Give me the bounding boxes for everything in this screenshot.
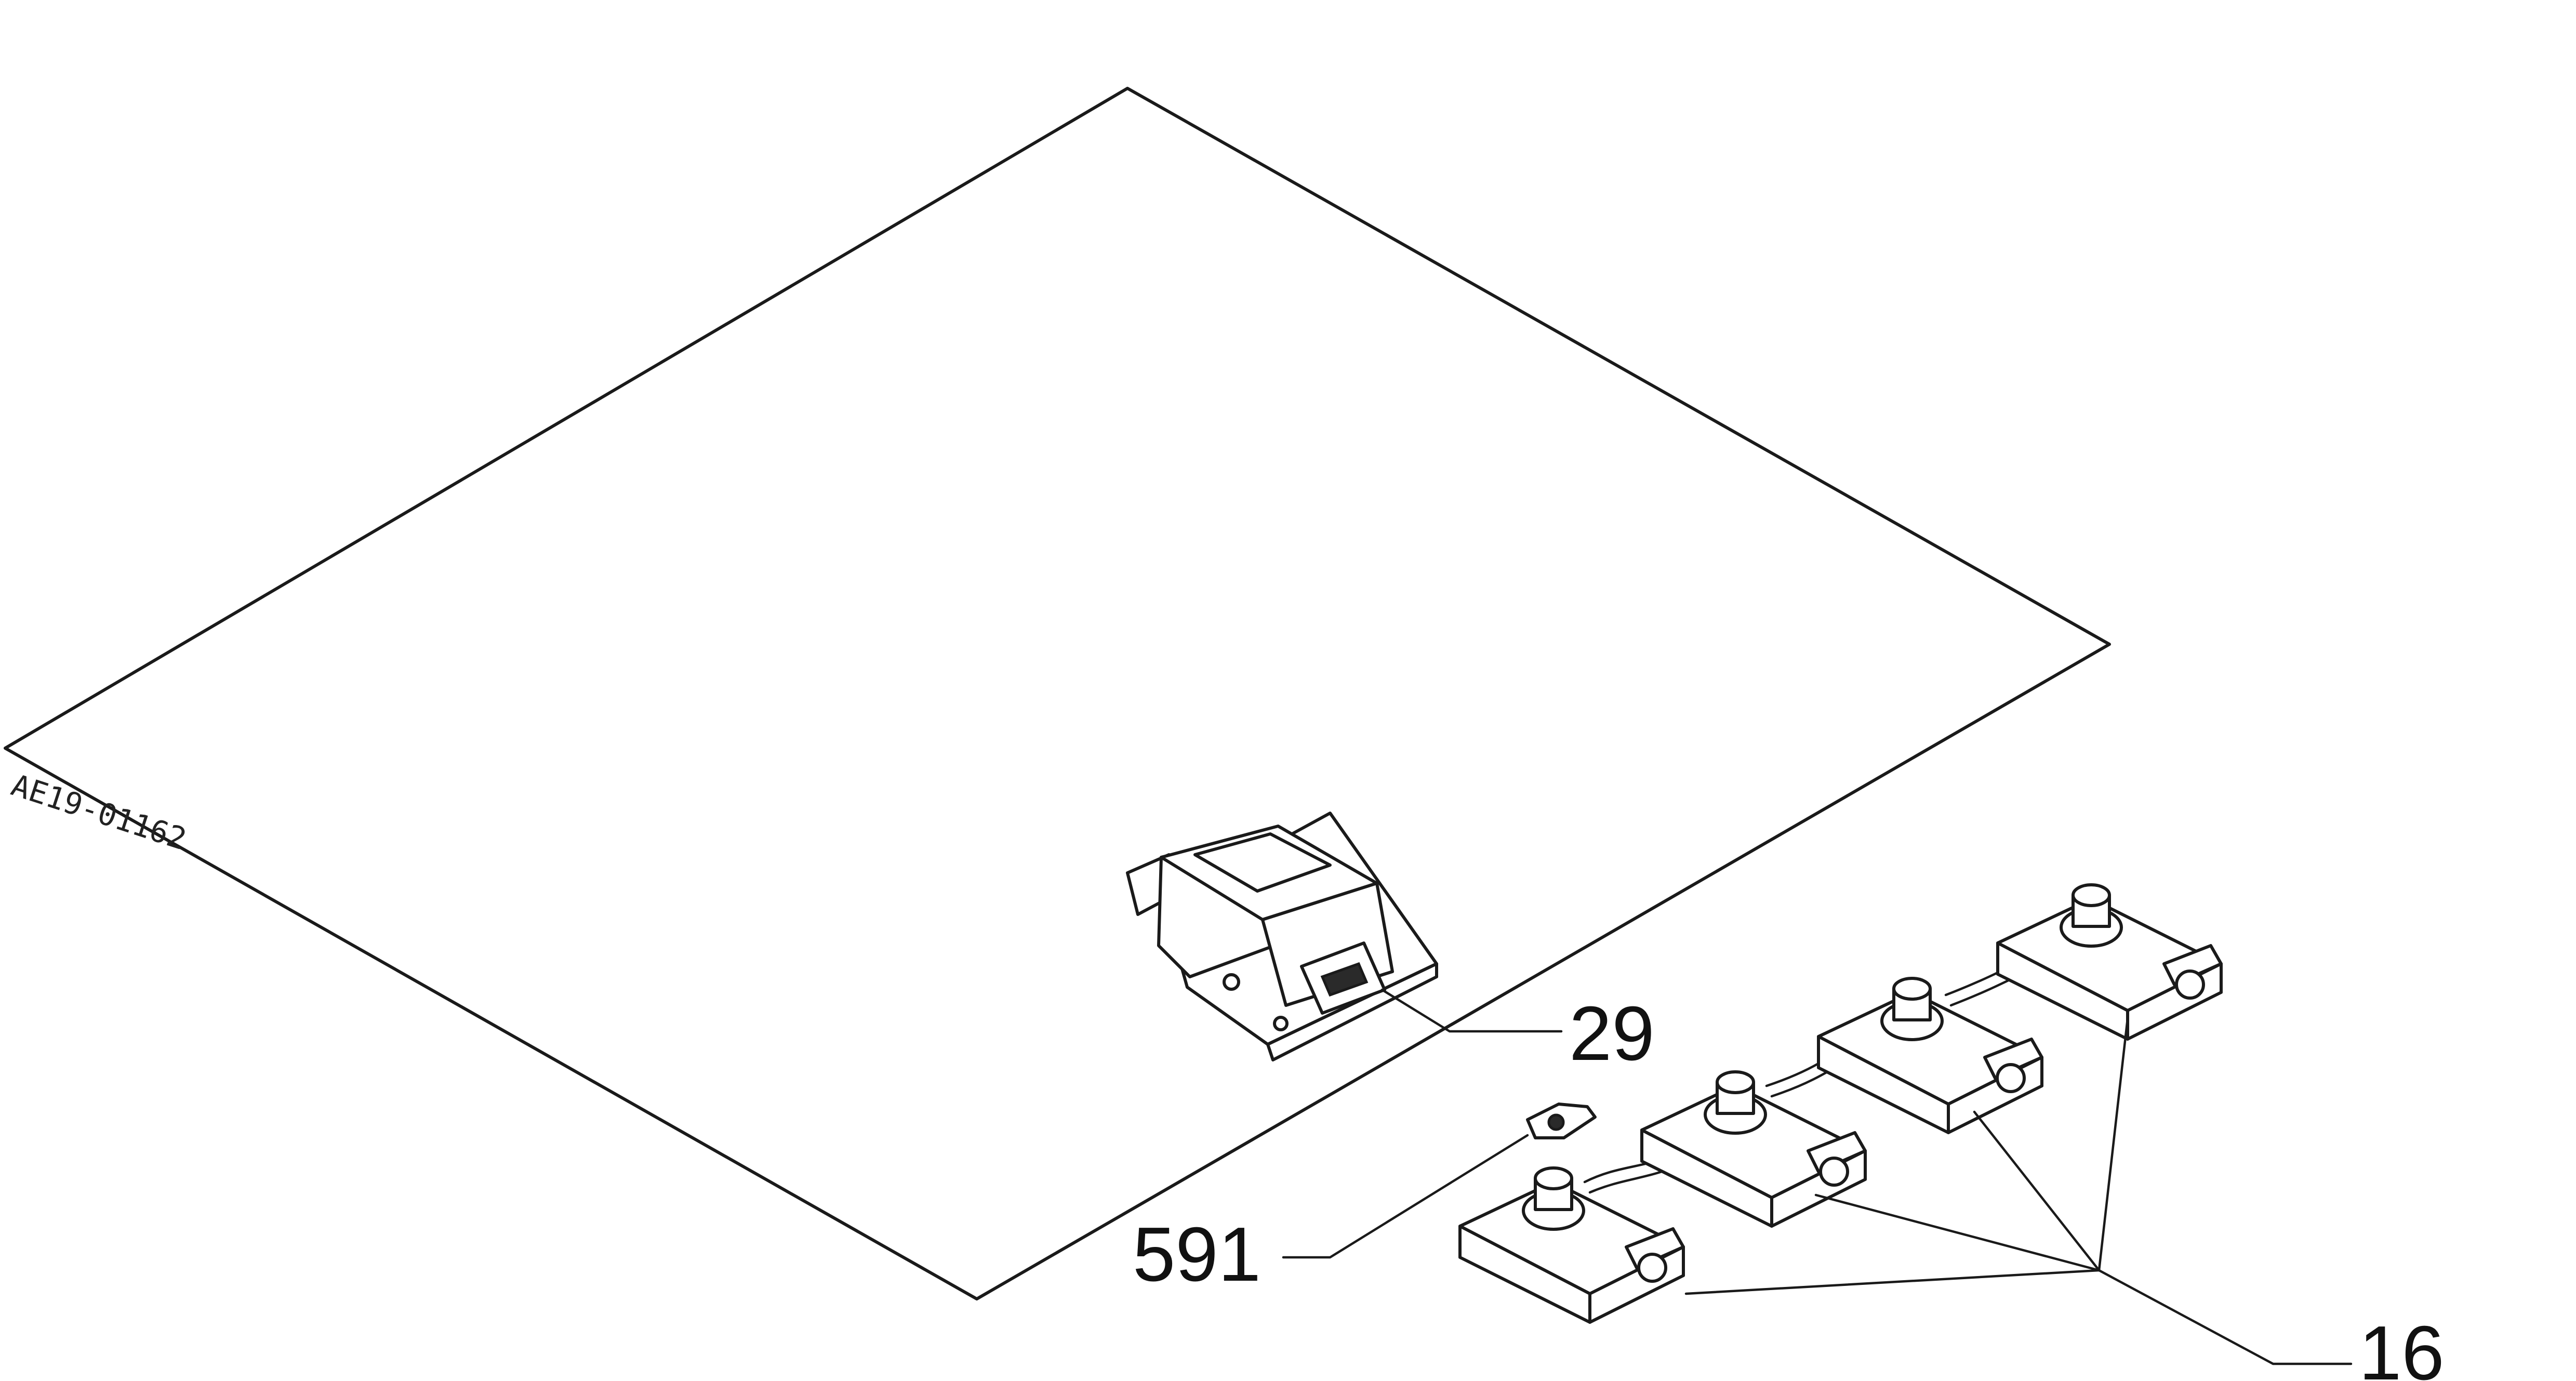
part-16-switch-chain	[1458, 883, 2223, 1324]
leader-line-29	[1380, 988, 1563, 1033]
leader-line-591	[1282, 1134, 1529, 1259]
switch-unit-3	[1817, 977, 2043, 1134]
switch-unit-4	[1996, 883, 2223, 1041]
callout-label-29: 29	[1569, 991, 1655, 1077]
switch-unit-1	[1458, 1166, 1685, 1324]
callout-label-16: 16	[2359, 1310, 2445, 1381]
switch-unit-2	[1640, 1070, 1867, 1228]
part-29-sensor-module	[1126, 812, 1438, 1061]
drawing-code-label: AE19-01162	[7, 767, 191, 857]
leader-lines-16	[1684, 1017, 2353, 1365]
callout-label-591: 591	[1133, 1212, 1261, 1297]
part-591-clip	[1526, 1103, 1597, 1139]
circuit-board-outline	[4, 87, 2111, 1300]
